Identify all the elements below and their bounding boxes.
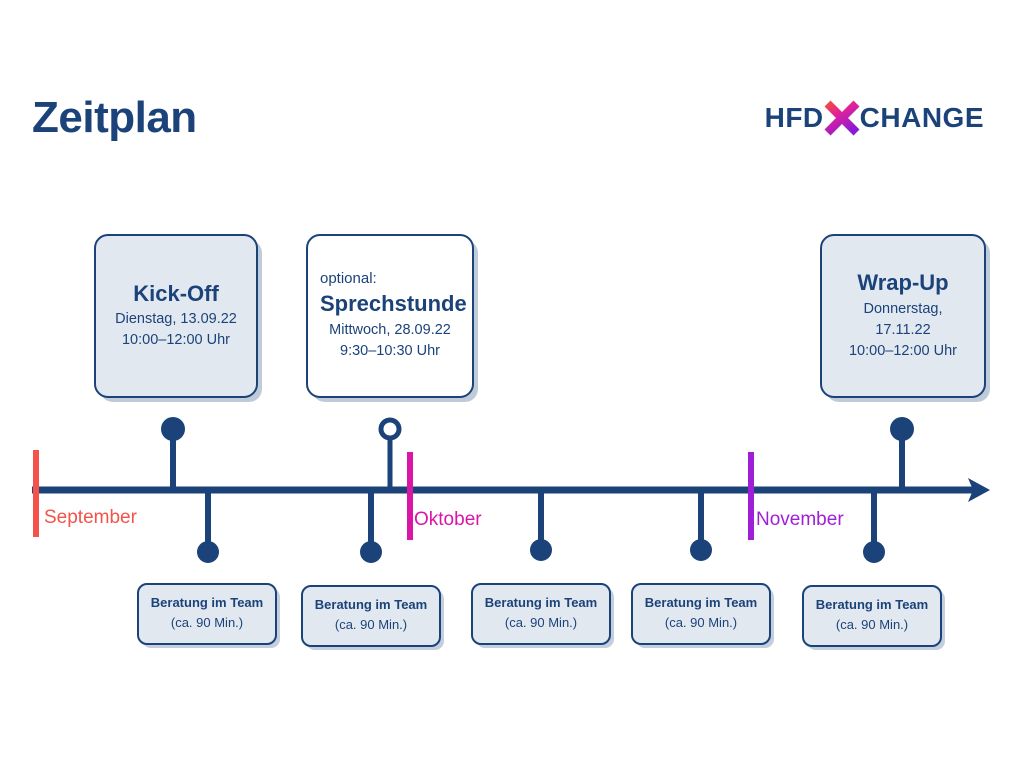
arrow-right-icon: [968, 478, 990, 502]
timeline-axis-group: [32, 417, 990, 563]
month-label-september: September: [44, 507, 137, 528]
team-box-duration: (ca. 90 Min.): [334, 617, 408, 633]
team-box-title: Beratung im Team: [314, 597, 428, 613]
logo-word-hfd: HFD: [764, 102, 824, 133]
card-date: Dienstag, 13.09.22: [115, 311, 237, 328]
milestone-card-wrapup[interactable]: Wrap-Up Donnerstag, 17.11.22 10:00–12:00…: [820, 234, 986, 398]
team-box-duration: (ca. 90 Min.): [504, 615, 578, 631]
team-marker-0[interactable]: [197, 541, 219, 563]
card-title: Wrap-Up: [857, 270, 949, 296]
card-date: Mittwoch, 28.09.22: [329, 321, 451, 338]
team-consultation-box[interactable]: Beratung im Team (ca. 90 Min.): [301, 585, 441, 647]
team-marker-1[interactable]: [360, 541, 382, 563]
milestone-marker-sprechstunde[interactable]: [378, 417, 402, 441]
team-marker-3[interactable]: [690, 539, 712, 561]
team-consultation-box[interactable]: Beratung im Team (ca. 90 Min.): [802, 585, 942, 647]
team-marker-4[interactable]: [863, 541, 885, 563]
team-consultation-box[interactable]: Beratung im Team (ca. 90 Min.): [137, 583, 277, 645]
team-box-title: Beratung im Team: [644, 595, 758, 611]
team-box-title: Beratung im Team: [150, 595, 264, 611]
card-time: 10:00–12:00 Uhr: [121, 332, 231, 349]
card-date: Donnerstag, 17.11.22: [863, 300, 943, 338]
team-marker-2[interactable]: [530, 539, 552, 561]
team-box-duration: (ca. 90 Min.): [170, 615, 244, 631]
milestone-marker-wrapup[interactable]: [890, 417, 914, 441]
card-time: 10:00–12:00 Uhr: [848, 342, 958, 359]
month-label-oktober: Oktober: [414, 509, 482, 530]
page-title: Zeitplan: [32, 93, 197, 142]
x-mark-icon: [824, 100, 860, 136]
hfd-xchange-logo: HFD CHANGE: [765, 100, 984, 136]
logo-word-change: CHANGE: [859, 102, 984, 133]
card-time: 9:30–10:30 Uhr: [340, 342, 440, 359]
milestone-card-kickoff[interactable]: Kick-Off Dienstag, 13.09.22 10:00–12:00 …: [94, 234, 258, 398]
milestone-marker-kickoff[interactable]: [161, 417, 185, 441]
milestone-card-sprechstunde[interactable]: optional: Sprechstunde Mittwoch, 28.09.2…: [306, 234, 474, 398]
card-optional-label: optional:: [320, 270, 377, 288]
team-consultation-box[interactable]: Beratung im Team (ca. 90 Min.): [631, 583, 771, 645]
month-label-november: November: [756, 509, 844, 530]
card-title: Sprechstunde: [320, 291, 467, 317]
team-box-title: Beratung im Team: [484, 595, 598, 611]
team-box-duration: (ca. 90 Min.): [835, 617, 909, 633]
team-consultation-box[interactable]: Beratung im Team (ca. 90 Min.): [471, 583, 611, 645]
team-box-title: Beratung im Team: [815, 597, 929, 613]
card-title: Kick-Off: [133, 280, 219, 306]
team-box-duration: (ca. 90 Min.): [664, 615, 738, 631]
